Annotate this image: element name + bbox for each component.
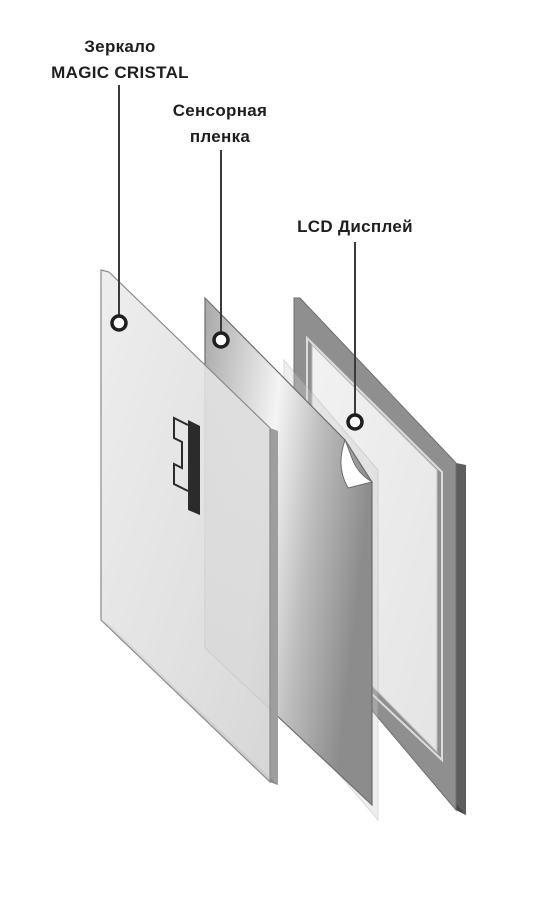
mirror-bracket <box>188 420 200 515</box>
mirror-bracket-outline <box>173 416 189 492</box>
mirror-edge-side <box>270 428 278 785</box>
touch-film-callout-marker <box>212 331 230 349</box>
lcd-label-line-1: LCD Дисплей <box>297 217 413 236</box>
mirror-panel <box>100 269 278 785</box>
touch-film-label-line-2: пленка <box>189 127 251 146</box>
mirror-glass <box>100 269 271 784</box>
mirror-label-line-2: MAGIC CRISTAL <box>51 63 189 82</box>
mirror-label: Зеркало MAGIC CRISTAL <box>20 34 220 86</box>
mirror-callout-marker <box>110 314 128 332</box>
touch-film-curl <box>340 438 374 489</box>
lcd-label: LCD Дисплей <box>270 214 440 240</box>
mirror-label-line-1: Зеркало <box>84 37 156 56</box>
touch-film-label: Сенсорная пленка <box>130 98 310 150</box>
lcd-callout-marker <box>346 413 364 431</box>
lcd-frame-side <box>456 463 466 815</box>
touch-film-label-line-1: Сенсорная <box>172 101 268 120</box>
